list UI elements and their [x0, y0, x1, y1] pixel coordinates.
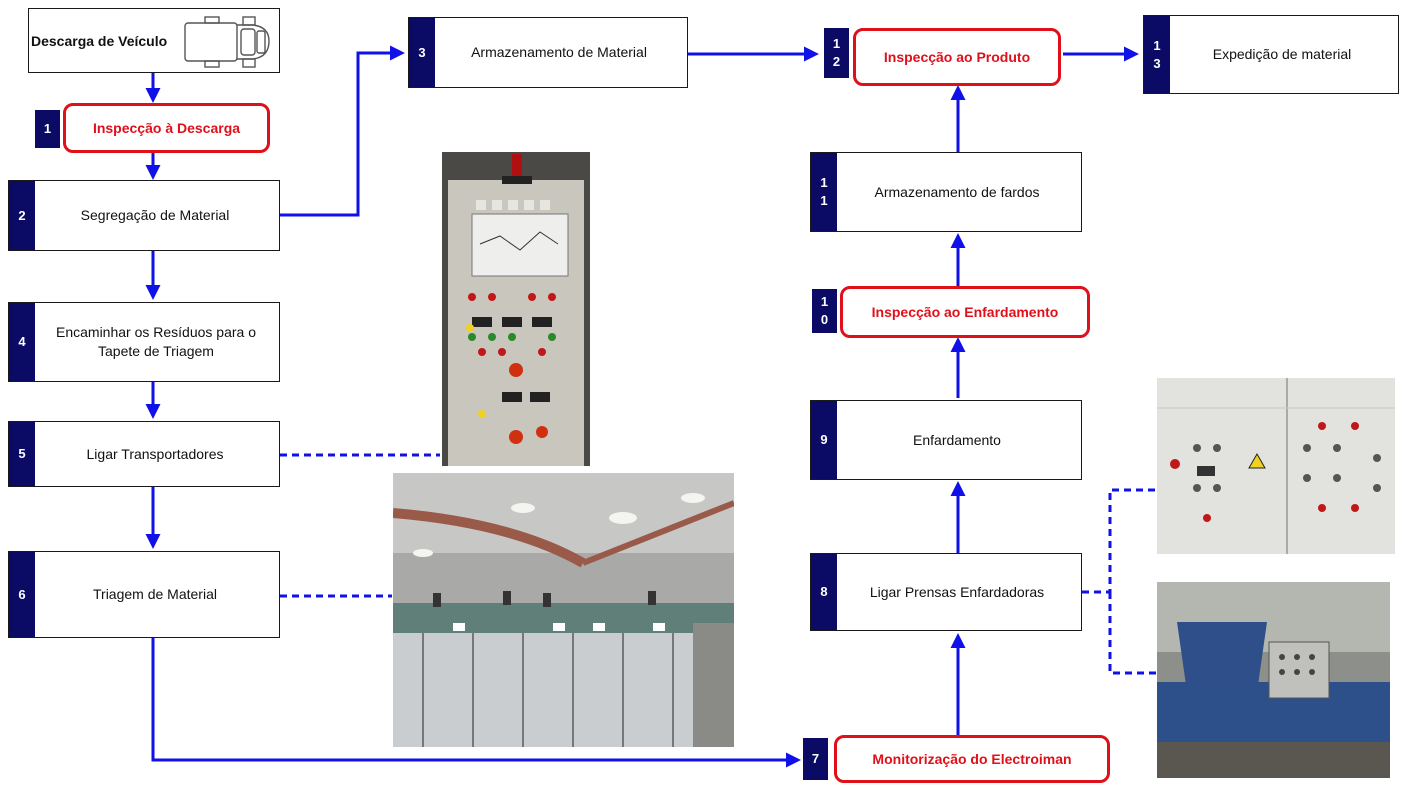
baling-press-photo — [1157, 582, 1390, 778]
step-2-box: 2 Segregação de Material — [8, 180, 280, 251]
step-11-box: 1 1 Armazenamento de fardos — [810, 152, 1082, 232]
step-12-inspection: Inspecção ao Produto — [853, 28, 1061, 86]
unload-vehicle-box: Descarga de Veículo — [28, 8, 280, 73]
sorting-hall-image — [393, 473, 734, 747]
step-12-number: 1 2 — [824, 28, 849, 78]
baling-press-image — [1157, 582, 1390, 778]
step-13-label: Expedição de material — [1212, 46, 1352, 62]
step-11-label: Armazenamento de fardos — [874, 183, 1040, 200]
arrow-2-3 — [278, 45, 405, 217]
step-1-number: 1 — [35, 110, 60, 148]
step-4-label: Encaminhar os Resíduos para o Tapete de … — [56, 324, 256, 359]
step-3-box: 3 Armazenamento de Material — [408, 17, 688, 88]
arrow-6-7 — [151, 638, 801, 768]
step-6-label: Triagem de Material — [93, 586, 217, 602]
step-5-number: 5 — [9, 422, 35, 486]
step-11-number: 1 1 — [811, 153, 837, 231]
electrical-cabinet-image — [1157, 378, 1395, 554]
step-4-number: 4 — [9, 303, 35, 381]
step-2-label: Segregação de Material — [80, 207, 230, 223]
sorting-hall-photo — [393, 473, 734, 747]
step-10-inspection: Inspecção ao Enfardamento — [840, 286, 1090, 338]
step-13-box: 1 3 Expedição de material — [1143, 15, 1399, 94]
step-8-number: 8 — [811, 554, 837, 630]
step-5-label: Ligar Transportadores — [86, 445, 224, 462]
control-panel-image — [442, 152, 590, 466]
step-2-number: 2 — [9, 181, 35, 250]
dotted-link-8-photos — [1082, 488, 1156, 675]
step-8-label: Ligar Prensas Enfardadoras — [869, 583, 1045, 600]
step-9-number: 9 — [811, 401, 837, 479]
step-10-number: 1 0 — [812, 289, 837, 333]
step-3-number: 3 — [409, 18, 435, 87]
step-1-inspection: Inspecção à Descarga — [63, 103, 270, 153]
electrical-cabinet-photo — [1157, 378, 1395, 554]
step-5-box: 5 Ligar Transportadores — [8, 421, 280, 487]
step-6-number: 6 — [9, 552, 35, 637]
control-panel-photo — [442, 152, 590, 466]
step-3-label: Armazenamento de Material — [471, 44, 647, 60]
step-8-box: 8 Ligar Prensas Enfardadoras — [810, 553, 1082, 631]
step-7-inspection: Monitorização do Electroiman — [834, 735, 1110, 783]
step-6-box: 6 Triagem de Material — [8, 551, 280, 638]
step-4-box: 4 Encaminhar os Resíduos para o Tapete d… — [8, 302, 280, 382]
unload-vehicle-label: Descarga de Veículo — [31, 32, 168, 49]
step-13-number: 1 3 — [1144, 16, 1170, 93]
step-7-number: 7 — [803, 738, 828, 780]
step-9-label: Enfardamento — [913, 431, 1001, 448]
step-9-box: 9 Enfardamento — [810, 400, 1082, 480]
truck-icon — [184, 16, 270, 68]
